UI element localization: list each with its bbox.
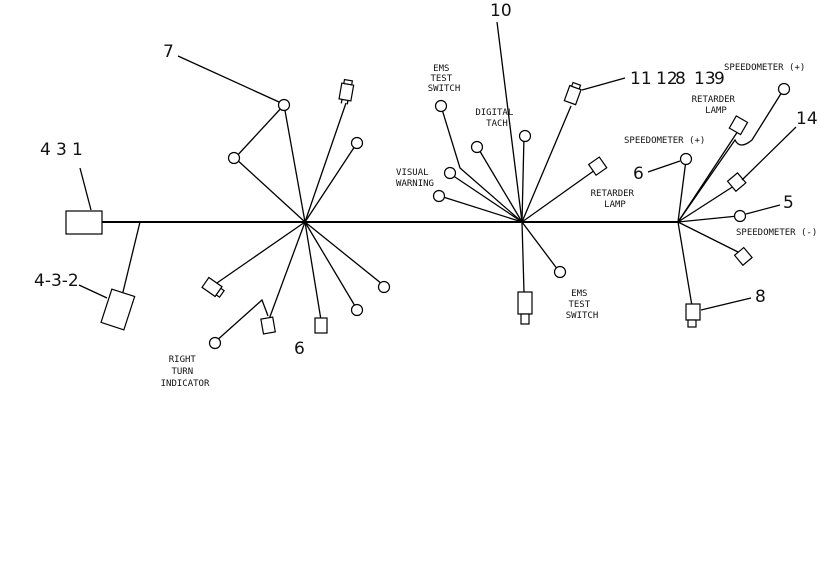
branch-10 (496, 21, 523, 223)
connector-432-block (100, 288, 136, 331)
callout-432: 4-3-2 (34, 271, 79, 291)
terminal-5 (733, 209, 747, 223)
branch-speedo-minus (677, 221, 743, 255)
branch-left-e (304, 142, 358, 223)
branch-digital-tach (521, 135, 525, 223)
callout-8-bottom: 8 (755, 287, 766, 307)
plug-8-bottom (685, 303, 701, 328)
callout-14: 14 (796, 109, 818, 129)
leader-11 (581, 77, 626, 91)
branch-11 (521, 105, 572, 223)
terminal-left-i (350, 303, 364, 317)
terminal-right-turn (208, 336, 222, 350)
terminal-digital-tach (518, 129, 532, 143)
label-right-turn-indicator: RIGHT TURN INDICATOR (161, 355, 210, 389)
branch-8-bottom (677, 221, 693, 307)
branch-left-a (283, 104, 306, 223)
callout-9: 9 (714, 69, 725, 89)
right-junction (677, 82, 791, 328)
leader-5 (745, 204, 781, 215)
plug-left-top (338, 78, 355, 105)
callout-12: 12 (656, 69, 678, 89)
plug-ems-bottom (517, 291, 533, 325)
left-junction (201, 78, 391, 350)
leader-1 (79, 167, 92, 211)
branch-5 (677, 215, 739, 223)
branch-14 (677, 183, 738, 223)
label-digital-tach: DIGITAL TACH (475, 108, 518, 129)
branch-left-f (213, 221, 306, 286)
branch-speedo-plus-top (677, 91, 783, 223)
branch-ems-top (440, 105, 523, 223)
connector-retarder-mid (587, 156, 608, 177)
connector-left-h (314, 317, 328, 334)
callout-8-top: 8 (675, 69, 686, 89)
callout-11: 11 (630, 69, 652, 89)
terminal-7a (277, 98, 291, 112)
branch-retarder-mid (521, 169, 596, 223)
callout-10: 10 (490, 1, 512, 21)
connector-6-left (260, 316, 276, 335)
callout-6-left: 6 (294, 339, 305, 359)
branch-visual-warning (448, 172, 523, 223)
branch-left-i (304, 221, 356, 307)
terminal-visual-warning (443, 166, 457, 180)
branch-speedo-plus-mid (677, 159, 687, 223)
label-speedometer-plus-top: SPEEDOMETER (+) (724, 63, 805, 73)
leader-8-bottom (700, 297, 752, 311)
branch-left-j (304, 221, 383, 285)
terminal-7b (227, 151, 241, 165)
branch-mid-d (477, 147, 523, 223)
branch-right-turn (214, 298, 269, 343)
branch-left-g (267, 221, 306, 323)
connector-14 (726, 172, 747, 193)
terminal-left-j (377, 280, 391, 294)
terminal-mid-d (470, 140, 484, 154)
leader-6-right (647, 160, 681, 173)
terminal-speedo-plus-mid (679, 152, 693, 166)
callout-4: 4 (40, 140, 51, 160)
terminal-mid-c (432, 189, 446, 203)
callout-13: 13 (694, 69, 716, 89)
branch-left-d (304, 102, 347, 223)
label-retarder-lamp-mid: RETARDER LAMP (591, 189, 640, 210)
label-ems-test-switch-bottom: EMS TEST SWITCH (566, 289, 599, 321)
branch-ems-bottom (521, 221, 559, 271)
callout-3: 3 (56, 140, 67, 160)
branch-left-c (234, 104, 285, 159)
label-visual-warning: VISUAL WARNING (396, 168, 434, 189)
callout-5: 5 (783, 193, 794, 213)
branch-left-b (234, 157, 306, 223)
branch-to-connector-432 (121, 221, 141, 297)
connector-speedo-minus (733, 246, 753, 267)
branch-left-h (304, 221, 322, 321)
terminal-ems-bottom (553, 265, 567, 279)
label-speedometer-plus-mid: SPEEDOMETER (+) (624, 136, 705, 146)
connector-retarder-top (728, 115, 749, 136)
main-connector-block (65, 210, 103, 235)
label-ems-test-switch-top: EMS TEST SWITCH (428, 64, 461, 94)
callout-6-right: 6 (633, 164, 644, 184)
label-retarder-lamp-top: RETARDER LAMP (692, 95, 741, 116)
callout-7: 7 (163, 42, 174, 62)
middle-junction (432, 21, 608, 325)
terminal-ems-top (434, 99, 448, 113)
branch-mid-down (521, 221, 525, 293)
leader-7 (177, 55, 280, 103)
plug-11 (563, 81, 582, 106)
label-speedometer-minus: SPEEDOMETER (-) (736, 228, 817, 238)
callout-1: 1 (72, 140, 83, 160)
plug-left-lower (201, 276, 225, 298)
branch-mid-c (439, 195, 523, 223)
leader-14 (741, 126, 797, 181)
terminal-speedo-plus-top (777, 82, 791, 96)
leader-432 (78, 284, 108, 299)
terminal-left-e (350, 136, 364, 150)
